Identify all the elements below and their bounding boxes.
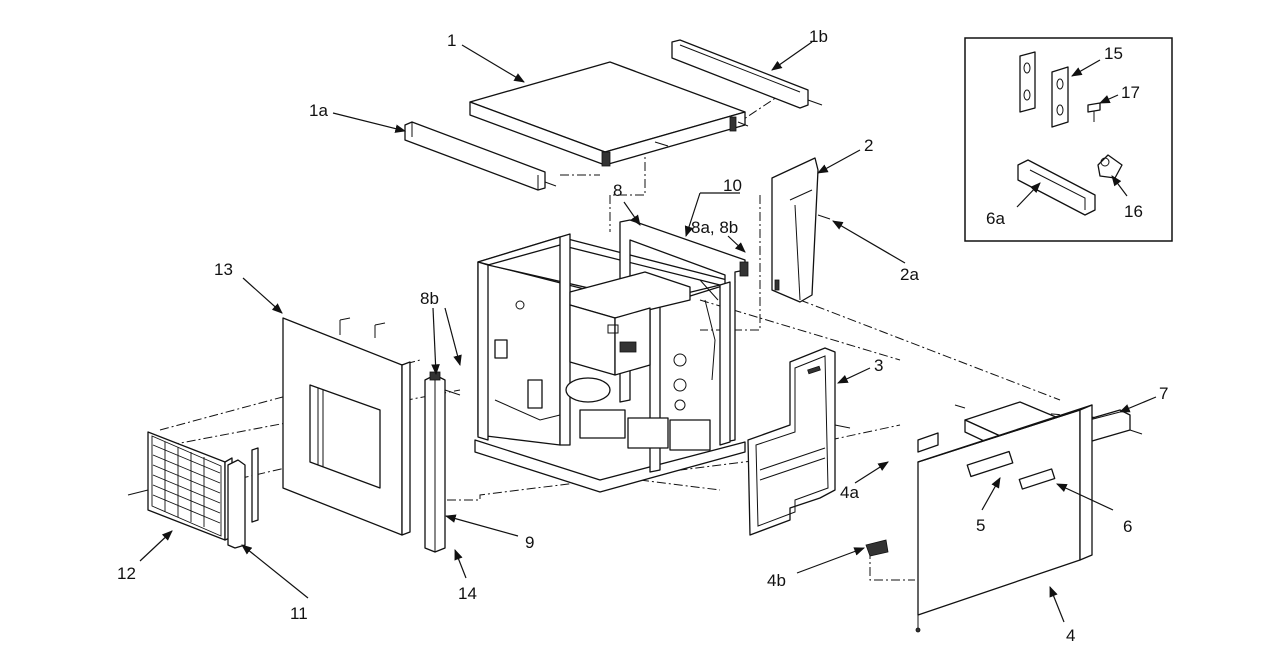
hinge-4b-part: [865, 539, 889, 557]
trim-1a-part: [404, 121, 557, 191]
side-panel-13-part: [282, 317, 411, 536]
callout-13: 13: [214, 260, 233, 279]
callout-3: 3: [874, 356, 883, 375]
callout-4b: 4b: [767, 571, 786, 590]
callout-11: 11: [290, 604, 308, 623]
callout-8b: 8b: [420, 289, 439, 308]
callout-5: 5: [976, 516, 985, 535]
callout-9: 9: [525, 533, 534, 552]
callout-8a-8b: 8a, 8b: [691, 218, 738, 237]
door-4-part: [915, 404, 1093, 633]
callout-17: 17: [1121, 83, 1140, 102]
grille-12-part: [127, 431, 233, 541]
detail-inset-box: [964, 37, 1173, 242]
cabinet-frame-part: [474, 219, 749, 493]
callout-6a: 6a: [986, 209, 1005, 228]
callout-1: 1: [447, 31, 456, 50]
trim-1b-part: [671, 39, 823, 127]
callout-8: 8: [613, 181, 622, 200]
top-panel-part: [469, 61, 746, 167]
callout-4: 4: [1066, 626, 1075, 645]
panel-3-part: [747, 347, 851, 536]
grille-frame-11-part: [227, 447, 259, 549]
callout-7: 7: [1159, 384, 1168, 403]
bracket-9-part: [424, 371, 461, 553]
callout-16: 16: [1124, 202, 1143, 221]
callout-12: 12: [117, 564, 136, 583]
leader-lines: [139, 41, 1157, 623]
callout-15: 15: [1104, 44, 1123, 63]
callout-14: 14: [458, 584, 477, 603]
callout-1b: 1b: [809, 27, 828, 46]
column-panel-2-part: [771, 157, 831, 303]
callout-10: 10: [723, 176, 742, 195]
callout-1a: 1a: [309, 101, 328, 120]
callout-6: 6: [1123, 517, 1132, 536]
callout-2: 2: [864, 136, 873, 155]
callout-2a: 2a: [900, 265, 919, 284]
callout-labels: 1 1a 1b 2 2a 3 4 4a 4b 5 6 6a 7 8 8a, 8b…: [117, 27, 1168, 645]
callout-4a: 4a: [840, 483, 859, 502]
